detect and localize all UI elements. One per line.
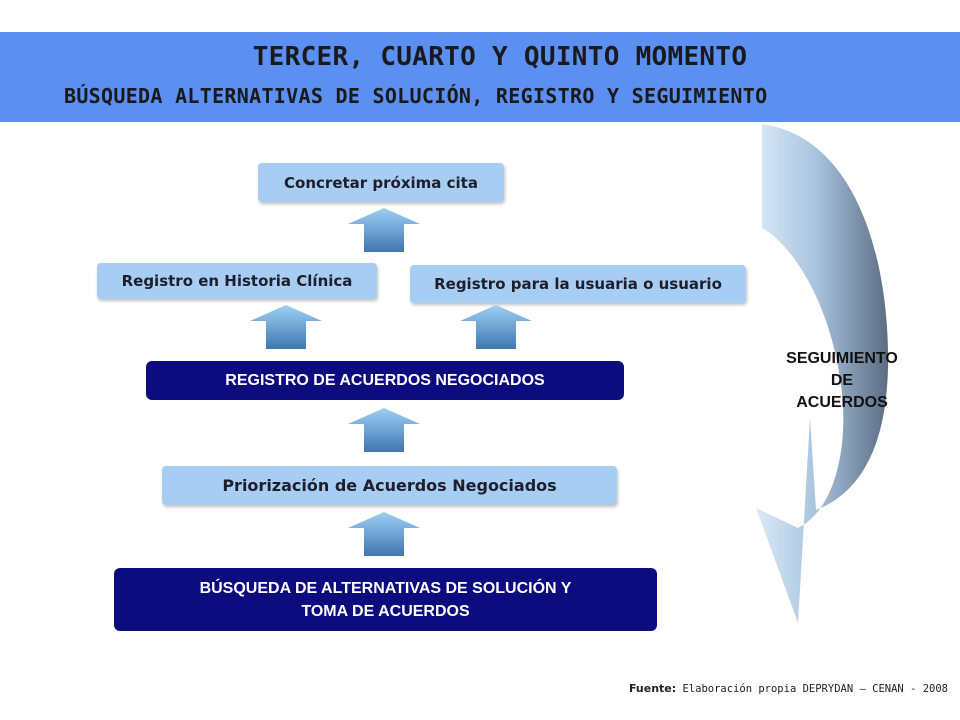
busqueda-acuerdos-box: BÚSQUEDA DE ALTERNATIVAS DE SOLUCIÓN Y T…	[114, 568, 657, 631]
registro-usuaria-label: Registro para la usuaria o usuario	[434, 275, 722, 293]
page-subtitle: BÚSQUEDA ALTERNATIVAS DE SOLUCIÓN, REGIS…	[64, 84, 768, 108]
registro-acuerdos-label: REGISTRO DE ACUERDOS NEGOCIADOS	[225, 371, 545, 389]
footer-text: Elaboración propia DEPRYDAN – CENAN - 20…	[682, 683, 948, 695]
seguimiento-line-1: SEGUIMIENTO	[786, 350, 898, 367]
priorizacion-box: Priorización de Acuerdos Negociados	[162, 466, 617, 505]
registro-acuerdos-box: REGISTRO DE ACUERDOS NEGOCIADOS	[146, 361, 624, 400]
seguimiento-label: SEGUIMIENTO DE ACUERDOS	[752, 348, 932, 414]
up-arrow-icon	[348, 208, 420, 252]
source-footer: Fuente: Elaboración propia DEPRYDAN – CE…	[629, 682, 948, 695]
up-arrow-icon	[348, 408, 420, 452]
seguimiento-line-3: ACUERDOS	[796, 394, 888, 411]
historia-clinica-box: Registro en Historia Clínica	[97, 263, 377, 299]
concretar-cita-label: Concretar próxima cita	[284, 173, 478, 192]
up-arrow-icon	[460, 305, 532, 349]
header-banner	[0, 32, 960, 122]
busqueda-line-2: TOMA DE ACUERDOS	[301, 602, 470, 620]
priorizacion-label: Priorización de Acuerdos Negociados	[222, 476, 557, 495]
seguimiento-line-2: DE	[830, 372, 854, 389]
historia-clinica-label: Registro en Historia Clínica	[121, 272, 353, 290]
page-title: TERCER, CUARTO Y QUINTO MOMENTO	[252, 42, 748, 72]
registro-usuaria-box: Registro para la usuaria o usuario	[410, 265, 746, 303]
up-arrow-icon	[250, 305, 322, 349]
footer-label: Fuente:	[628, 682, 677, 695]
concretar-cita-box: Concretar próxima cita	[258, 163, 504, 202]
curved-arrow-icon	[756, 124, 889, 623]
busqueda-line-1: BÚSQUEDA DE ALTERNATIVAS DE SOLUCIÓN Y	[199, 579, 572, 597]
up-arrow-icon	[348, 512, 420, 556]
